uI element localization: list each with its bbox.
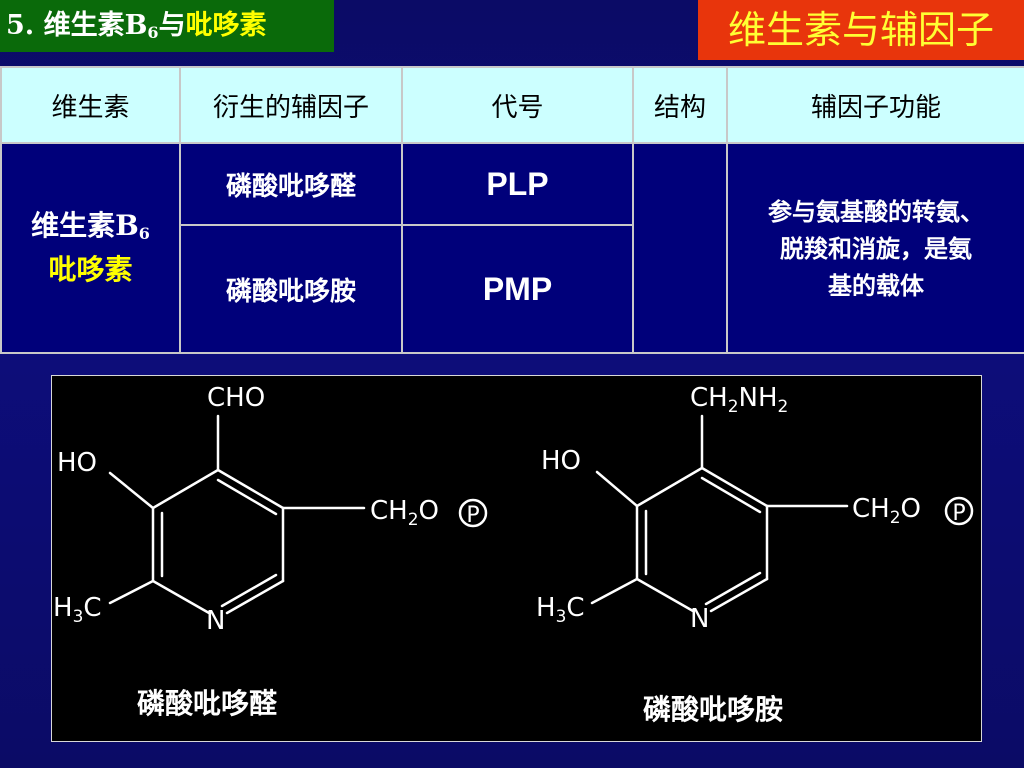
code-plp: PLP <box>401 142 634 226</box>
pmp-ring-bond <box>635 466 704 508</box>
plp-ring-bond <box>220 573 278 608</box>
pmp-name: 磷酸吡哆胺 <box>643 693 784 726</box>
function-line: 参与氨基酸的转氨、 <box>768 196 984 226</box>
pmp-ch3-label: H3C <box>536 593 585 627</box>
section-title: 5. 维生素B6与吡哆素 <box>0 0 334 52</box>
plp-ring-bond <box>151 579 211 615</box>
header-structure: 结构 <box>632 66 728 144</box>
section-title-mid: 与 <box>158 10 186 41</box>
table-header-row: 维生素 衍生的辅因子 代号 结构 辅因子功能 <box>0 66 1024 144</box>
pmp-side-label: CH2O <box>852 494 921 528</box>
pmp-ho-bond <box>595 470 639 508</box>
function-line: 基的载体 <box>828 270 924 300</box>
vitamin-subscript: 6 <box>138 224 150 243</box>
vitamin-table: 维生素 衍生的辅因子 代号 结构 辅因子功能 维生素B6 吡哆素 磷酸吡哆醛 PL… <box>0 66 1024 354</box>
table-row: 磷酸吡哆胺 PMP <box>1 224 1024 354</box>
plp-ring-bond <box>216 478 278 516</box>
plp-ho-bond <box>108 471 155 510</box>
pmp-phosphate-circle <box>944 496 974 526</box>
pmp-ho-label: HO <box>541 446 581 476</box>
plp-ring-bond <box>151 468 220 510</box>
pmp-n-label: N <box>690 604 709 634</box>
code-pmp: PMP <box>401 224 634 354</box>
vitamin-alt-name: 吡哆素 <box>48 253 133 286</box>
section-title-prefix: 5. 维生素B <box>6 10 148 41</box>
header-vitamin: 维生素 <box>0 66 181 144</box>
pmp-ch2nh2-label: CH2NH2 <box>690 383 788 417</box>
pmp-ring-bond <box>700 466 769 508</box>
cofactor-pmp: 磷酸吡哆胺 <box>179 224 403 354</box>
function-cell: 参与氨基酸的转氨、脱羧和消旋，是氨基的载体 <box>726 142 1024 354</box>
plp-ring-bond <box>216 468 285 510</box>
plp-cho-label: CHO <box>207 383 265 413</box>
plp-phosphate-circle <box>458 498 488 528</box>
structure-panel: CHO HO H3C N CH2O P CH2NH2 HO H3C N CH2O… <box>51 375 982 742</box>
vitamin-name: 维生素B <box>31 209 139 242</box>
pmp-ring-bond <box>709 577 769 613</box>
pmp-ring-bond <box>635 577 695 613</box>
pmp-ring-bond <box>700 476 762 514</box>
pmp-ch3-bond <box>590 577 639 605</box>
function-line: 脱羧和消旋，是氨 <box>780 233 972 263</box>
pmp-ring-bond <box>704 571 762 606</box>
structure-cell <box>632 142 728 354</box>
header-code: 代号 <box>401 66 634 144</box>
plp-side-label: CH2O <box>370 496 439 530</box>
vitamin-cell: 维生素B6 吡哆素 <box>0 142 181 354</box>
main-title: 维生素与辅因子 <box>698 0 1024 60</box>
plp-ch3-bond <box>108 579 155 605</box>
plp-ch3-label: H3C <box>53 593 102 627</box>
cofactor-plp: 磷酸吡哆醛 <box>179 142 403 226</box>
plp-phosphate-label: P <box>466 503 479 528</box>
plp-name: 磷酸吡哆醛 <box>137 687 278 720</box>
plp-n-label: N <box>206 606 225 636</box>
table-row: 维生素B6 吡哆素 磷酸吡哆醛 PLP 参与氨基酸的转氨、脱羧和消旋，是氨基的载体 <box>0 142 1024 354</box>
plp-ho-label: HO <box>57 448 97 478</box>
structures-svg: CHO HO H3C N CH2O P CH2NH2 HO H3C N CH2O… <box>53 383 974 636</box>
header-function: 辅因子功能 <box>726 66 1024 144</box>
pmp-phosphate-label: P <box>952 501 965 526</box>
plp-ring-bond <box>225 579 285 615</box>
section-title-subscript: 6 <box>147 23 159 42</box>
section-title-highlight: 吡哆素 <box>185 10 267 41</box>
header-cofactor: 衍生的辅因子 <box>179 66 403 144</box>
